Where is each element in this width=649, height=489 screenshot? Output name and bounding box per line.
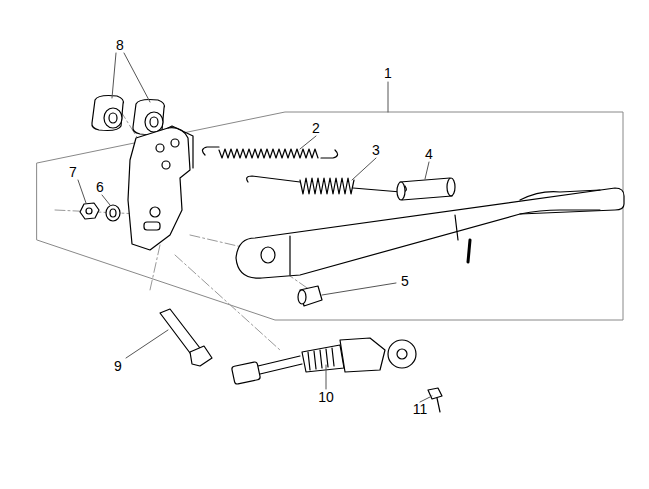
callout-number: 8: [116, 38, 124, 52]
callout-number: 11: [413, 402, 428, 416]
callout-number: 4: [425, 147, 433, 161]
callout-number: 6: [96, 180, 104, 194]
callout-number: 10: [318, 390, 334, 404]
callout-number: 3: [372, 143, 380, 157]
callout-number: 5: [401, 274, 409, 288]
callout-number: 2: [312, 121, 320, 135]
callout-number: 9: [114, 359, 122, 373]
callout-number: 1: [384, 66, 392, 80]
callout-number: 7: [69, 165, 77, 179]
